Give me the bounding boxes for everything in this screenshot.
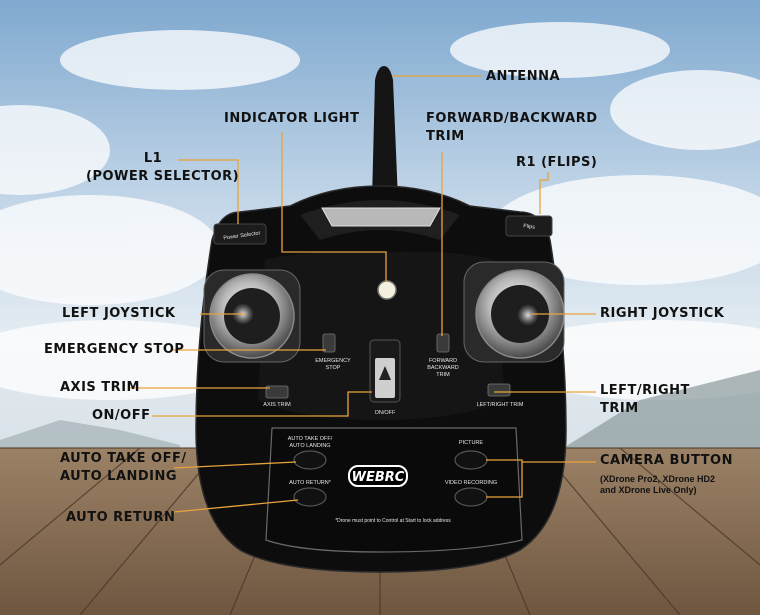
left-right-trim-switch[interactable] <box>487 383 511 397</box>
auto-takeoff-callout <box>173 461 297 469</box>
mountains <box>560 370 760 450</box>
video-recording-print: VIDEO RECORDING <box>444 480 498 486</box>
auto-return-callout <box>173 499 299 513</box>
l1-callout <box>178 159 239 224</box>
on-off-callout <box>152 391 372 417</box>
auto-takeoff-landing-button[interactable] <box>293 450 327 470</box>
r1-label: R1 (FLIPS) <box>516 155 598 170</box>
left-joystick[interactable] <box>203 269 301 363</box>
r1-button[interactable] <box>505 215 553 237</box>
indicator-light-callout <box>281 132 387 282</box>
auto-takeoff-label: AUTO TAKE OFF/AUTO LANDING <box>60 451 187 484</box>
auto-return-print: AUTO RETURN* <box>289 480 331 486</box>
r1-callout <box>539 172 549 214</box>
footnote-print: *Drone must point to Control at Start to… <box>335 518 451 524</box>
face-panel <box>258 251 505 420</box>
auto-takeoff-print: AUTO TAKE OFF/AUTO LANDING <box>287 436 333 449</box>
auto-return-label: AUTO RETURN <box>66 510 176 525</box>
camera-callout <box>486 459 523 498</box>
antenna <box>372 66 398 200</box>
callout-lines <box>130 75 596 513</box>
chrome-visor <box>321 207 441 227</box>
l1-button[interactable] <box>213 223 267 245</box>
remote-controller <box>195 66 567 573</box>
on-off-label: ON/OFF <box>92 408 151 423</box>
indicator-light-label: INDICATOR LIGHT <box>224 111 360 126</box>
auto-return-button[interactable] <box>293 487 327 507</box>
right-joystick-label: RIGHT JOYSTICK <box>600 306 725 321</box>
picture-print: PICTURE <box>458 440 484 446</box>
picture-button[interactable] <box>454 450 488 470</box>
video-recording-button[interactable] <box>454 487 488 507</box>
on-off-print: ON/OFF <box>374 410 396 416</box>
l1-label: L1(POWER SELECTOR) <box>86 151 240 184</box>
emergency-stop-switch[interactable] <box>322 333 336 353</box>
antenna-label: ANTENNA <box>486 69 561 84</box>
lr-trim-print: LEFT/RIGHT TRIM <box>476 402 524 408</box>
power-arrow-icon <box>379 366 391 380</box>
axis-trim-switch[interactable] <box>265 385 289 399</box>
camera-button-label: CAMERA BUTTON <box>600 453 733 468</box>
axis-trim-label: AXIS TRIM <box>60 380 140 395</box>
emergency-stop-label: EMERGENCY STOP <box>44 342 185 357</box>
axis-trim-print: AXIS TRIM <box>263 402 291 408</box>
brand-logo: WEBRC <box>348 465 408 487</box>
indicator-light <box>377 280 397 300</box>
right-joystick[interactable] <box>463 261 565 363</box>
left-joystick-label: LEFT JOYSTICK <box>62 306 176 321</box>
clouds <box>0 22 760 400</box>
forward-backward-trim-switch[interactable] <box>436 333 450 353</box>
